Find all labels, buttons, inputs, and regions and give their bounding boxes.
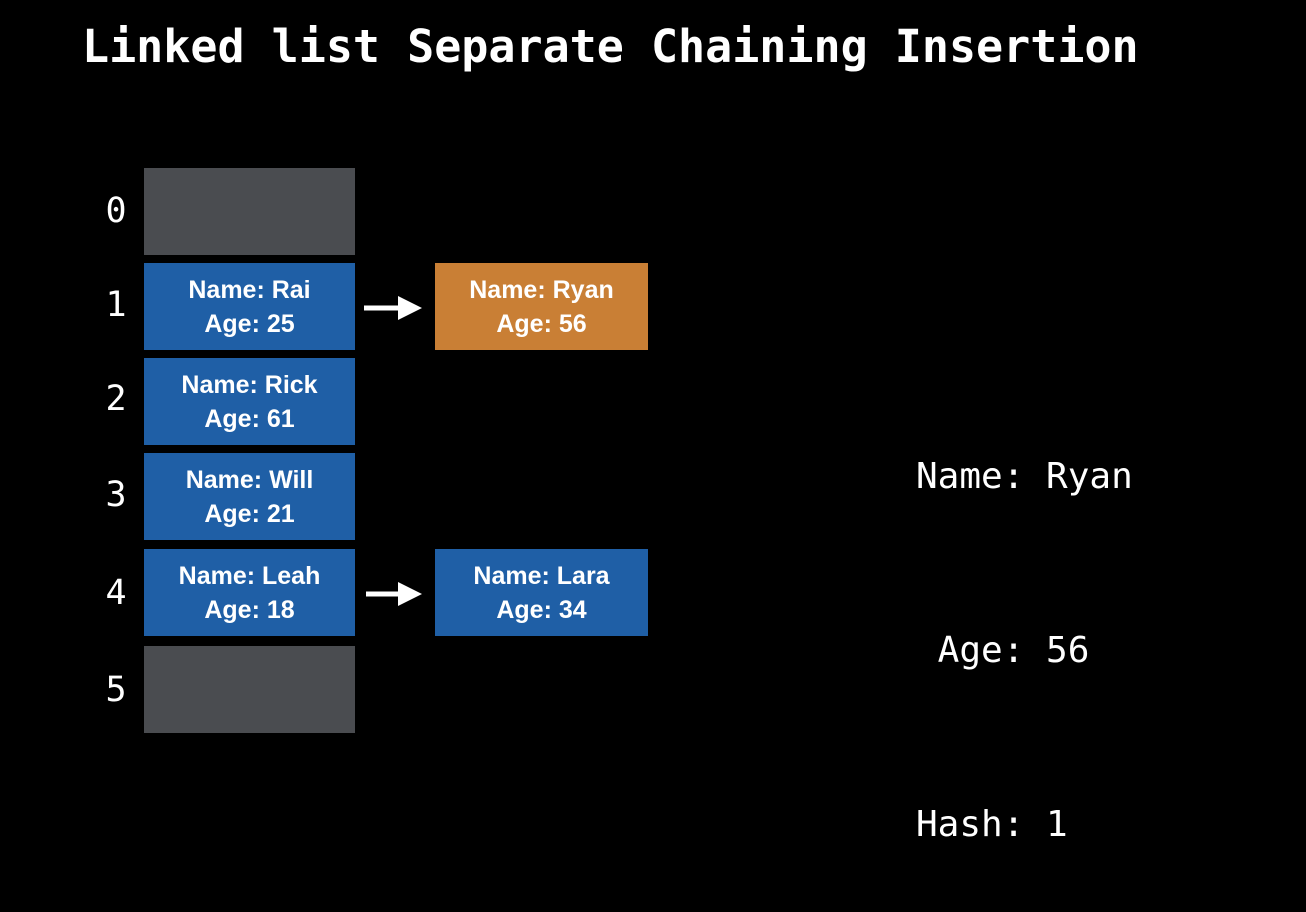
page-title: Linked list Separate Chaining Insertion xyxy=(82,20,1139,73)
entry-age: Age: 34 xyxy=(496,595,587,624)
info-name: Name: Ryan xyxy=(916,456,1133,497)
entry-name: Name: Rai xyxy=(188,275,311,304)
arrow-right-icon xyxy=(364,296,422,320)
entry-age: Age: 25 xyxy=(204,309,295,338)
index-label-1: 1 xyxy=(105,285,127,325)
index-label-4: 4 xyxy=(105,573,127,613)
entry-name: Name: Ryan xyxy=(469,275,614,304)
table-slot-1: Name: Rai Age: 25 xyxy=(144,263,355,350)
entry-age: Age: 61 xyxy=(204,404,295,433)
entry-name: Name: Leah xyxy=(178,561,321,590)
entry-name: Name: Rick xyxy=(181,370,318,399)
table-slot-3: Name: Will Age: 21 xyxy=(144,453,355,540)
insert-info-panel: Name: Ryan Age: 56 Hash: 1 xyxy=(916,332,1133,912)
entry-age: Age: 56 xyxy=(496,309,587,338)
entry-age: Age: 18 xyxy=(204,595,295,624)
entry-name: Name: Lara xyxy=(473,561,610,590)
index-label-5: 5 xyxy=(105,670,127,710)
table-slot-5 xyxy=(144,646,355,733)
info-age: Age: 56 xyxy=(916,630,1090,671)
arrow-right-icon xyxy=(366,582,422,606)
chain-node-ryan: Name: Ryan Age: 56 xyxy=(435,263,648,350)
table-slot-0 xyxy=(144,168,355,255)
chain-node-lara: Name: Lara Age: 34 xyxy=(435,549,648,636)
index-label-3: 3 xyxy=(105,475,127,515)
info-hash: Hash: 1 xyxy=(916,804,1068,845)
entry-age: Age: 21 xyxy=(204,499,295,528)
entry-name: Name: Will xyxy=(185,465,314,494)
table-slot-4: Name: Leah Age: 18 xyxy=(144,549,355,636)
index-label-2: 2 xyxy=(105,379,127,419)
index-label-0: 0 xyxy=(105,191,127,231)
table-slot-2: Name: Rick Age: 61 xyxy=(144,358,355,445)
